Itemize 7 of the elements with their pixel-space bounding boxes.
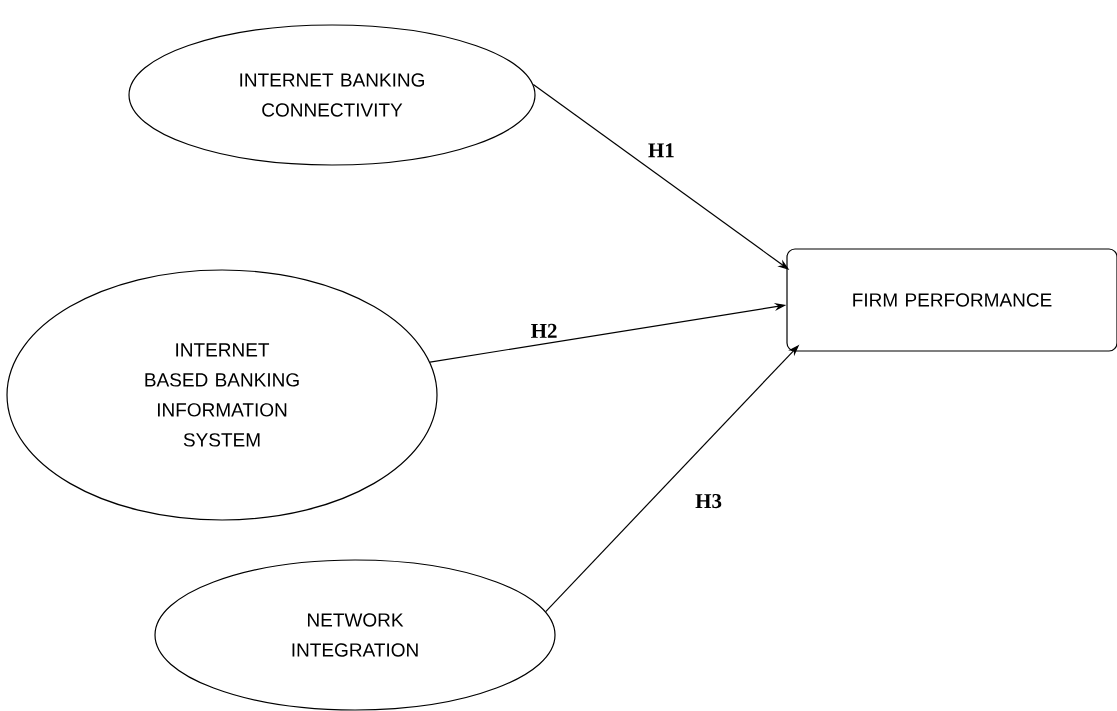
edge-label: H2 bbox=[531, 323, 557, 338]
edge-label: H1 bbox=[648, 143, 674, 158]
ellipse-node: NETWORK INTEGRATION bbox=[154, 559, 556, 711]
ellipse-node: INTERNET BASED BANKING INFORMATION SYSTEM bbox=[6, 269, 438, 521]
rounded-box: FIRM PERFORMANCE bbox=[786, 248, 1117, 352]
edge-label: H3 bbox=[695, 494, 722, 509]
ellipse-node: INTERNET BANKING CONNECTIVITY bbox=[128, 24, 536, 166]
